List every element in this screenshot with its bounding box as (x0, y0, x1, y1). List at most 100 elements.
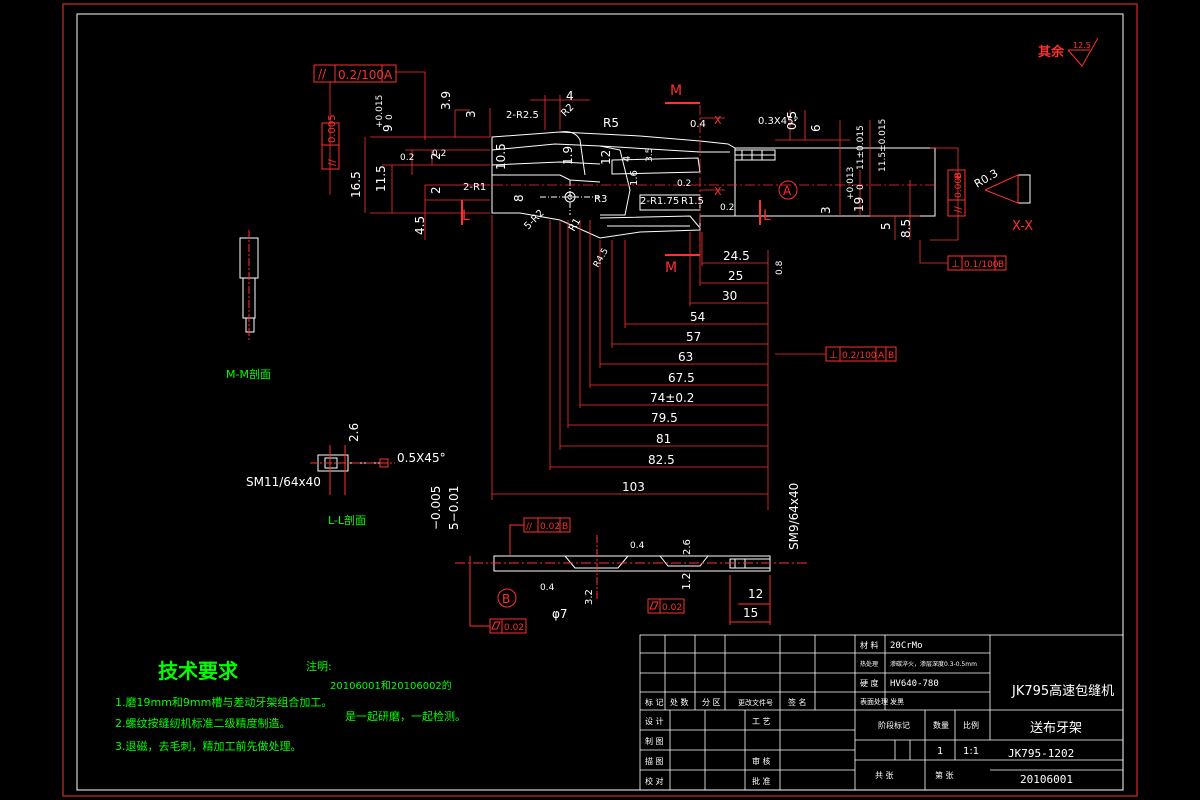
svg-text:⊥: ⊥ (829, 350, 838, 361)
svg-text:审 核: 审 核 (752, 756, 771, 766)
svg-text:0: 0 (856, 184, 866, 190)
dimension-texts: 3.9 2-R2.5 4 R2 R5 3 12 1.9 0.4 0.3X45° … (246, 89, 1000, 621)
svg-text:L: L (763, 208, 771, 224)
svg-text:数量: 数量 (933, 720, 949, 730)
svg-text:11±0.015: 11±0.015 (856, 125, 866, 170)
svg-text:0.2: 0.2 (400, 153, 414, 163)
svg-text:B: B (502, 592, 510, 606)
tech-title: 技术要求 (158, 659, 239, 683)
svg-text:R0.3: R0.3 (972, 167, 1000, 191)
svg-text:更改文件号: 更改文件号 (738, 698, 773, 707)
svg-text:81: 81 (656, 432, 671, 446)
outer-border (62, 3, 1138, 797)
svg-text:注明:: 注明: (306, 659, 332, 673)
svg-text:标 记: 标 记 (645, 697, 664, 707)
svg-text:4: 4 (622, 156, 633, 162)
svg-text:1:1: 1:1 (963, 746, 979, 757)
machine-name: JK795高速包缝机 (1011, 683, 1114, 699)
svg-text:第 张: 第 张 (935, 770, 954, 780)
svg-text:A: A (783, 184, 792, 198)
tolerance-frame-perp-large: ⊥ 0.2/100 A B (825, 346, 897, 362)
svg-text:批 准: 批 准 (752, 776, 771, 786)
svg-text:描 图: 描 图 (645, 756, 664, 766)
surface-finish-label: 其余 (1038, 44, 1065, 60)
datum-b: B (497, 588, 517, 608)
svg-text:R5: R5 (603, 116, 619, 130)
mm-section-view: M-M剖面 (226, 230, 271, 381)
svg-text:工 艺: 工 艺 (752, 717, 771, 726)
svg-text:B: B (998, 260, 1004, 270)
svg-text:热处理: 热处理 (860, 660, 878, 668)
svg-text:分 区: 分 区 (702, 698, 721, 707)
bottom-view (455, 535, 810, 625)
svg-text:67.5: 67.5 (668, 371, 695, 385)
svg-text:12: 12 (748, 587, 763, 601)
svg-text:0.02: 0.02 (540, 522, 560, 532)
tech-item-1: 1.磨19mm和9mm槽与差动牙架组合加工。 (115, 695, 332, 709)
svg-text:0.02: 0.02 (662, 603, 682, 613)
svg-text:设 计: 设 计 (645, 716, 664, 726)
svg-text:63: 63 (678, 350, 693, 364)
svg-text:2-R2.5: 2-R2.5 (506, 110, 539, 121)
svg-text:0.5: 0.5 (785, 111, 799, 130)
svg-text:74±0.2: 74±0.2 (650, 391, 694, 405)
svg-text:0.8: 0.8 (775, 260, 785, 275)
svg-text:3.5: 3.5 (645, 148, 655, 162)
svg-text:3: 3 (464, 110, 478, 118)
svg-text:103: 103 (622, 480, 645, 494)
svg-text:2: 2 (429, 186, 443, 194)
svg-text:发黑: 发黑 (890, 697, 904, 706)
svg-text:B: B (954, 173, 964, 179)
svg-text:0.2/100: 0.2/100 (842, 351, 877, 361)
svg-text:R3: R3 (594, 194, 607, 205)
svg-text:11.5±0.015: 11.5±0.015 (878, 119, 888, 172)
title-block-text: 材 料 20CrMo 热处理 渗碳淬火，渗层深度0.3-0.5mm 硬 度 HV… (645, 640, 1114, 786)
svg-text:0.4: 0.4 (690, 119, 706, 130)
svg-text:M: M (665, 260, 677, 276)
svg-text:8.5: 8.5 (899, 219, 913, 238)
ll-section-view: L-L剖面 (310, 445, 395, 527)
flatness-frame-2: 0.02 (469, 570, 527, 634)
svg-text:阶段标记: 阶段标记 (878, 720, 910, 730)
svg-text:0.008: 0.008 (954, 172, 964, 198)
svg-text:材 料: 材 料 (860, 640, 879, 650)
svg-text:8: 8 (512, 194, 526, 202)
part-number: JK795-1202 (1008, 747, 1074, 760)
svg-text:5-R2: 5-R2 (522, 208, 546, 232)
svg-text:R2: R2 (559, 102, 576, 119)
svg-text:3.9: 3.9 (439, 91, 453, 110)
dimension-lines (329, 71, 959, 510)
svg-text:2: 2 (429, 152, 443, 160)
svg-text://: // (953, 206, 964, 213)
svg-text:+0.013: +0.013 (846, 167, 856, 200)
svg-text:φ7: φ7 (552, 607, 568, 621)
svg-text:表面处理: 表面处理 (860, 697, 888, 706)
svg-text:处 数: 处 数 (670, 697, 689, 707)
tech-requirements: 技术要求 1.磨19mm和9mm槽与差动牙架组合加工。 2.螺纹按缝纫机标准二级… (115, 659, 332, 753)
svg-text:0.02: 0.02 (504, 623, 524, 633)
svg-text:4: 4 (566, 89, 574, 103)
svg-text:82.5: 82.5 (648, 453, 675, 467)
svg-text:M: M (670, 83, 682, 99)
part-name: 送布牙架 (1030, 721, 1082, 736)
svg-text:X: X (714, 185, 722, 198)
svg-text:SM9/64x40: SM9/64x40 (787, 483, 801, 550)
tolerance-frame-perp-small: ⊥ 0.1/100 B (947, 255, 1007, 271)
svg-text:A: A (384, 68, 393, 82)
svg-text:0.2: 0.2 (677, 179, 691, 189)
svg-text:5: 5 (879, 222, 893, 230)
svg-text://: // (327, 159, 338, 166)
svg-text:3: 3 (819, 206, 833, 214)
svg-text:L: L (462, 208, 470, 224)
svg-text:HV640-780: HV640-780 (890, 679, 939, 689)
detail-x-x (984, 174, 1031, 204)
svg-text:11.5: 11.5 (374, 165, 388, 192)
svg-text:1.9: 1.9 (561, 146, 575, 165)
svg-text:12: 12 (599, 150, 613, 165)
svg-text:B: B (562, 522, 568, 532)
svg-text:1.6: 1.6 (629, 170, 640, 186)
svg-text:X: X (714, 114, 722, 127)
svg-text:A: A (878, 351, 885, 361)
datum-a: A (778, 180, 798, 200)
svg-text:0.4: 0.4 (540, 583, 555, 593)
